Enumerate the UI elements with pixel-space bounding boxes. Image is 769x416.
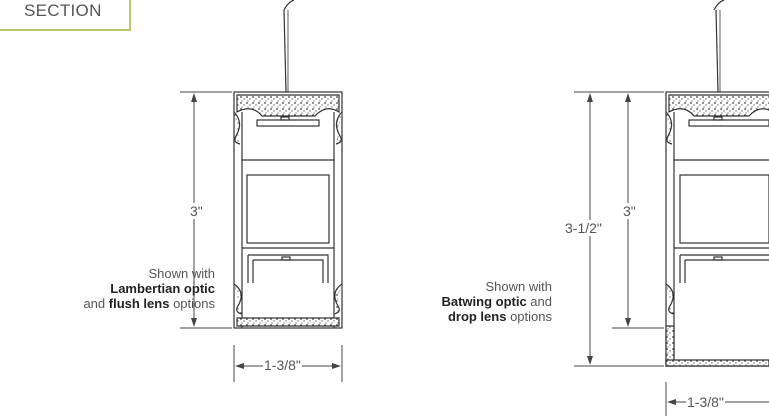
- right-width-label: 1-3/8": [686, 394, 725, 410]
- right-driver-box: [679, 174, 769, 244]
- right-lens-clip: [679, 254, 769, 283]
- right-suspension-cable: [713, 0, 725, 93]
- left-width-dimension: [233, 345, 343, 382]
- right-total-height-label: 3-1/2": [564, 220, 603, 236]
- left-option-note: Shown with Lambertian optic and flush le…: [83, 266, 215, 311]
- left-driver-box: [246, 174, 330, 244]
- left-led-board: [256, 119, 320, 127]
- left-fixture: [233, 0, 343, 329]
- right-option-note: Shown with Batwing optic and drop lens o…: [441, 279, 552, 324]
- left-suspension-cable: [283, 0, 295, 93]
- left-lens-clip: [247, 254, 329, 283]
- left-width-label: 1-3/8": [263, 357, 302, 373]
- section-label: SECTION: [24, 1, 102, 20]
- right-height-dimension: [612, 93, 664, 329]
- right-height-label: 3": [622, 203, 637, 219]
- right-led-board: [688, 119, 769, 127]
- right-total-height-dimension: [574, 91, 664, 367]
- section-tag: SECTION: [0, 0, 131, 31]
- left-flush-lens: [236, 317, 340, 327]
- left-top-extrusion: [236, 94, 340, 117]
- right-top-extrusion: [668, 94, 769, 117]
- left-height-label: 3": [189, 203, 204, 219]
- right-fixture: [665, 0, 769, 367]
